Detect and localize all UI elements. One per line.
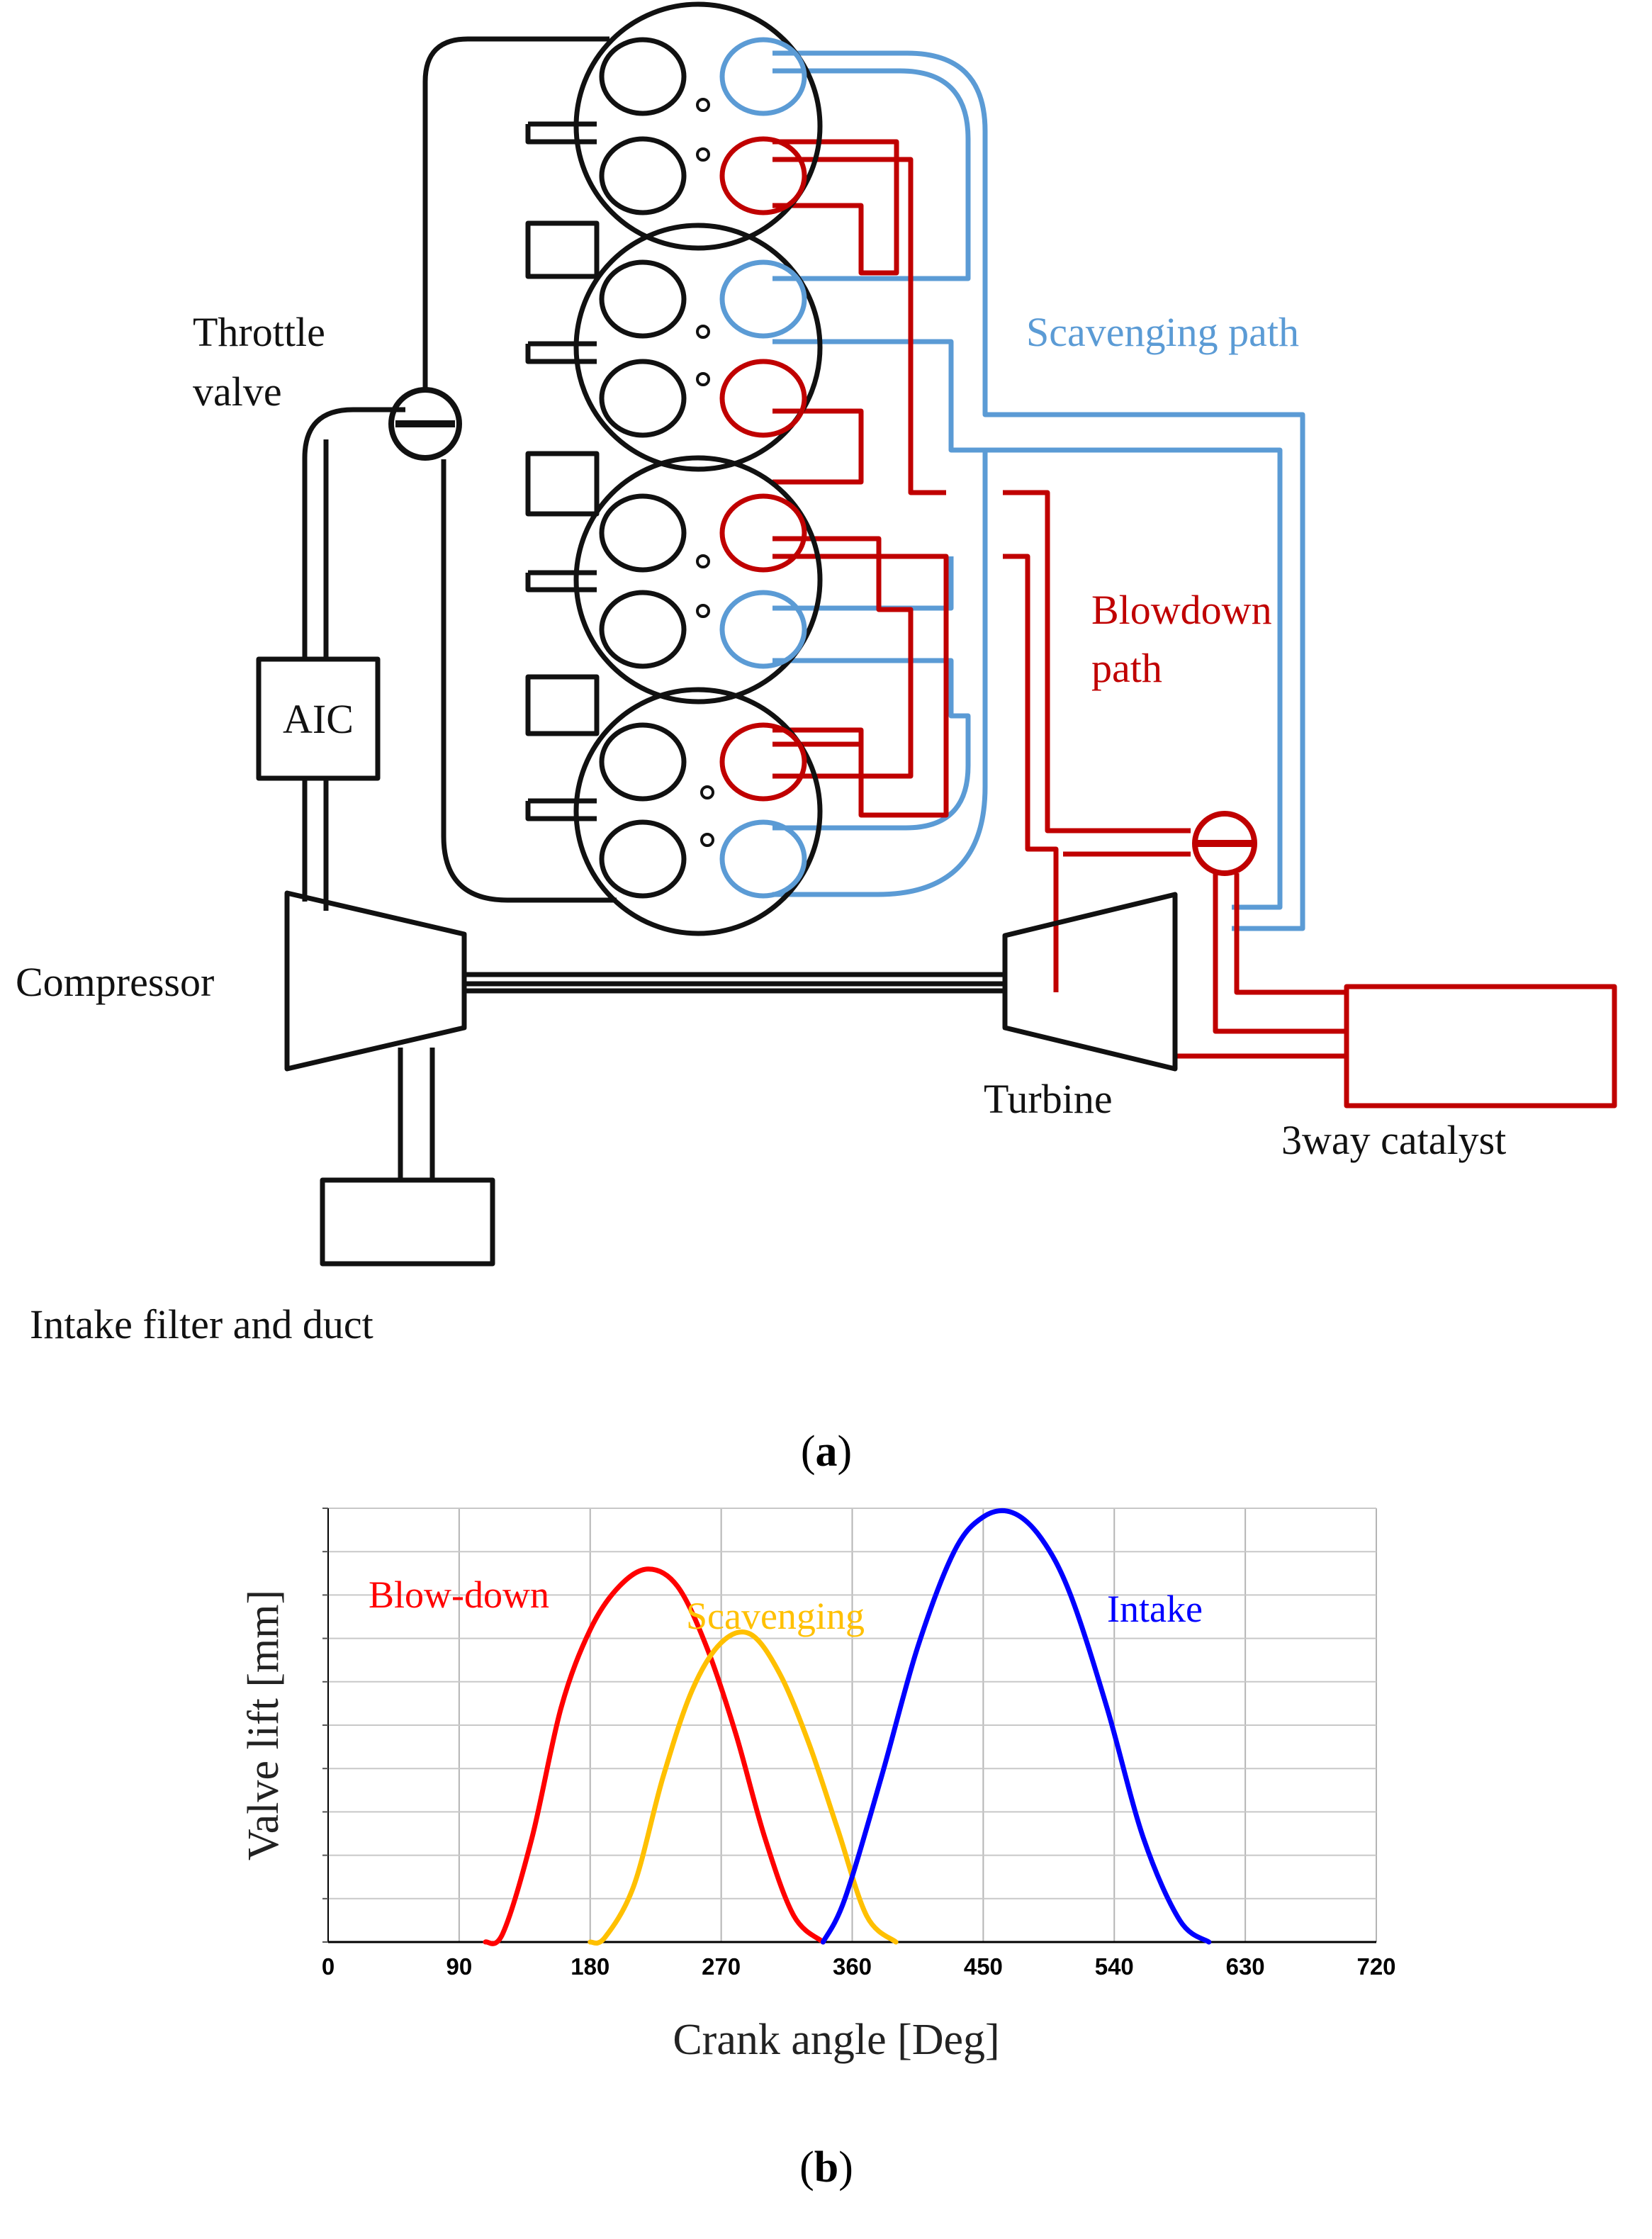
throttle-label-line1: Throttle — [193, 309, 325, 355]
turbine-label: Turbine — [984, 1076, 1113, 1122]
x-tick-label-180: 180 — [571, 1953, 609, 1980]
engine-schematic: Throttle valve AIC Compressor Intake fil… — [16, 1, 1617, 1476]
aic-label: AIC — [283, 696, 354, 742]
intake-filter-label: Intake filter and duct — [30, 1301, 373, 1347]
scavenging-pipes — [772, 50, 1305, 931]
intake-pipes — [256, 36, 1178, 1267]
x-tick-label-90: 90 — [446, 1953, 473, 1980]
cylinder-4 — [573, 687, 823, 936]
x-tick-label-450: 450 — [964, 1953, 1003, 1980]
three-way-catalyst-box — [1344, 984, 1617, 1109]
x-tick-label-360: 360 — [833, 1953, 872, 1980]
throttle-label-line2: valve — [193, 369, 282, 415]
cylinder-1 — [573, 1, 823, 251]
cylinder-bank — [573, 1, 823, 936]
catalyst-label: 3way catalyst — [1281, 1117, 1506, 1163]
intake-filter-box — [320, 1177, 495, 1267]
compressor-shape — [284, 890, 467, 1072]
aic-box — [256, 656, 381, 781]
x-tick-label-720: 720 — [1356, 1953, 1395, 1980]
valve-lift-chart: 0 90 180 270 360 450 540 630 720 Blow-down Scave… — [240, 1508, 1396, 2192]
x-tick-label-0: 0 — [322, 1953, 335, 1980]
grid-horizontal — [328, 1508, 1376, 1899]
cylinder-2 — [573, 223, 823, 472]
y-tick-marks — [322, 1508, 328, 1943]
blowdown-pipes — [772, 139, 1617, 1109]
x-tick-label-270: 270 — [702, 1953, 741, 1980]
x-tick-label-540: 540 — [1095, 1953, 1134, 1980]
x-tick-label-630: 630 — [1226, 1953, 1265, 1980]
series-line-scavenging — [588, 1629, 899, 1946]
turbine-shape — [1002, 892, 1178, 1072]
blowdown-label-line1: Blowdown — [1091, 587, 1272, 633]
y-axis-title: Valve lift [mm] — [240, 1590, 288, 1861]
x-axis-title: Crank angle [Deg] — [673, 2016, 999, 2064]
blowdown-label-line2: path — [1091, 645, 1162, 691]
caption-a: (a) — [801, 1427, 852, 1476]
x-tick-labels: 0 90 180 270 360 450 540 630 720 — [322, 1953, 1396, 1980]
series-line-blow-down — [483, 1566, 826, 1946]
compressor-label: Compressor — [16, 959, 214, 1005]
series-lines — [483, 1508, 1212, 1946]
scavenging-path-label: Scavenging path — [1026, 309, 1299, 355]
caption-b: (b) — [799, 2143, 853, 2192]
cylinder-3 — [573, 455, 823, 705]
series-label-scavenging: Scavenging — [686, 1595, 865, 1637]
series-line-intake — [820, 1508, 1212, 1945]
series-label-intake: Intake — [1107, 1588, 1203, 1630]
series-label-blow-down: Blow-down — [369, 1573, 549, 1616]
